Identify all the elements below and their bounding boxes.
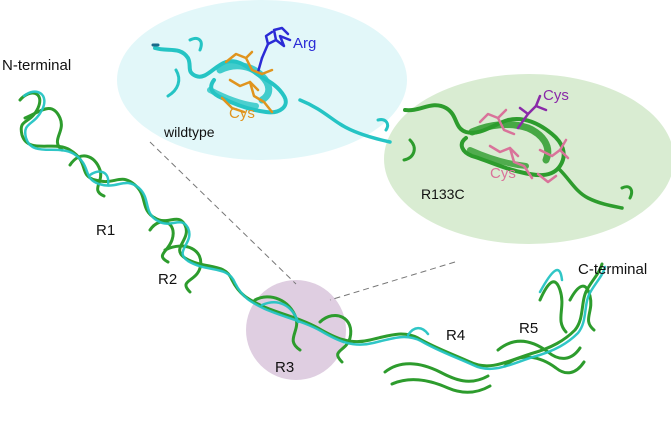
region-label-r4: R4 [446,327,466,344]
wildtype-inset-ribbon [151,26,392,144]
connector-line-wildtype [149,141,297,285]
region-label-r1: R1 [96,222,116,239]
wildtype-arg-residue-label: Arg [293,35,317,52]
mutant-inset-bubble [384,74,671,244]
mutant-label: R133C [421,186,465,202]
mutant-cys-residue-label: Cys [543,87,569,104]
wildtype-cys-residue-label: Cys [229,105,255,122]
region-label-r5: R5 [519,320,539,337]
region-label-r3: R3 [275,359,295,376]
c-terminal-label: C-terminal [578,261,648,278]
wildtype-backbone [22,90,607,370]
wildtype-label: wildtype [164,124,215,140]
connector-line-mutant [329,261,456,301]
mutant-inset-ribbon [376,94,634,210]
region-label-r2: R2 [158,271,178,288]
mutant-cys-residue-label-pink: Cys [490,165,516,182]
n-terminal-label: N-terminal [2,57,72,74]
